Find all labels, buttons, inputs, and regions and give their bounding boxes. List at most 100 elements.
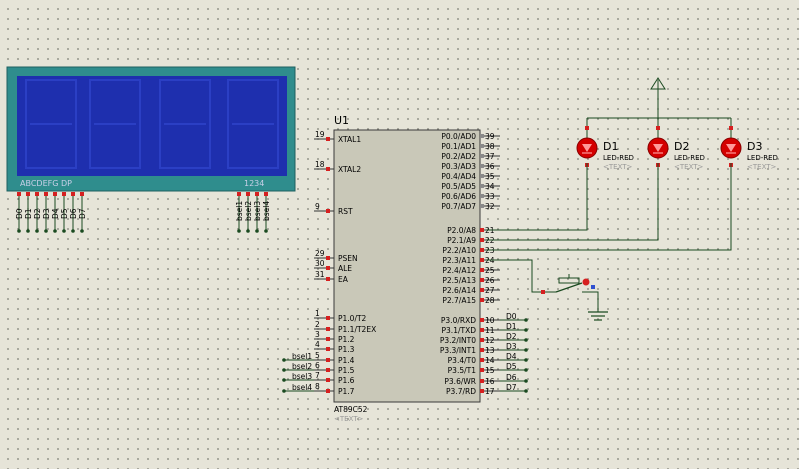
mcu-pin-name: XTAL1 [338,135,361,144]
mcu-pin-number: 1 [315,309,320,318]
segment-pin-junction [71,229,75,233]
led-type: LED-RED [747,154,778,162]
mcu-pin-name: P1.2 [338,335,355,344]
mcu-pin-marker [480,379,484,383]
mcu-pin-name: P1.0/T2 [338,314,367,323]
data-junction [524,318,528,322]
mcu-pin-number: 5 [315,351,320,360]
data-label: D4 [506,352,517,361]
power-terminal[interactable] [587,77,731,119]
segment-pin-junction [35,229,39,233]
segment-pin-marker [80,192,84,196]
mcu-right-pins: 39P0.0/AD038P0.1/AD137P0.2/AD236P0.3/AD3… [440,132,500,396]
led-type: LED-RED [603,154,634,162]
mcu-pin-number: 6 [315,361,320,370]
data-junction [524,358,528,362]
bsel-label: bsel1 [292,352,312,361]
digit-pin-marker [255,192,259,196]
mcu-pin-marker [480,184,484,188]
mcu-pin-name: EA [338,275,349,284]
segment-pin-label: D3 [42,208,51,219]
led-pin-marker [656,126,660,130]
segment-pin-label: D6 [69,208,78,219]
mcu-pin-name: P0.6/AD6 [441,192,476,201]
segment-pin-label: D0 [15,208,24,219]
mcu-pin-name: P3.6/WR [444,377,476,386]
digit-pin-marker [246,192,250,196]
segment-pin-marker [53,192,57,196]
digit-pin-junction [255,229,259,233]
mcu-pin-marker [480,194,484,198]
mcu-pin-marker [326,368,330,372]
mcu-text: <TEXT> [334,415,364,423]
mcu-pin-marker [480,204,484,208]
mcu-pin-number: 9 [315,202,320,211]
mcu-pin-number: 28 [485,296,495,305]
mcu-pin-number: 33 [485,192,495,201]
data-label: D7 [506,383,517,392]
display-digits [25,79,279,169]
digit-pin-marker [264,192,268,196]
segment-pin-marker [71,192,75,196]
mcu-pin-name: P2.4/A12 [442,266,476,275]
data-junction [524,328,528,332]
segment-pin-junction [62,229,66,233]
segment-pin-junction [80,229,84,233]
mcu-pin-number: 3 [315,330,320,339]
mcu-pin-name: P0.3/AD3 [441,162,476,171]
led-text: <TEXT> [603,163,633,171]
mcu-u1[interactable]: U1 AT89C52 <TEXT> 19XTAL118XTAL29RST29PS… [314,114,500,423]
segment-pin-label: D2 [33,208,42,219]
bsel-junction [282,358,286,362]
led-diode-icon [726,144,736,152]
led-wires [486,163,732,251]
segment-pin-junction [53,229,57,233]
mcu-pin-marker [326,277,330,281]
mcu-pin-marker [326,389,330,393]
data-label: D2 [506,332,517,341]
led-ref: D2 [674,140,689,153]
mcu-pin-marker [480,238,484,242]
mcu-pin-name: P3.3/INT1 [440,346,476,355]
mcu-pin-marker [326,347,330,351]
data-junction [524,348,528,352]
mcu-pin-name: P3.0/RXD [441,316,476,325]
mcu-pin-name: P2.3/A11 [442,256,476,265]
button-contact [555,282,583,293]
data-label: D1 [506,322,517,331]
mcu-pin-marker [326,266,330,270]
led-group[interactable]: D1LED-RED<TEXT>D2LED-RED<TEXT>D3LED-RED<… [576,118,778,171]
mcu-pin-name: P2.6/A14 [442,286,476,295]
mcu-ref: U1 [334,114,349,127]
mcu-pin-number: 11 [485,326,495,335]
bsel-junction [282,378,286,382]
mcu-pin-name: P1.1/T2EX [338,325,376,334]
push-button[interactable] [486,259,608,321]
mcu-pin-name: P1.5 [338,366,355,375]
mcu-pin-name: P3.5/T1 [448,366,477,375]
mcu-pin-marker [480,174,484,178]
segment-pin-marker [44,192,48,196]
mcu-pin-number: 12 [485,336,495,345]
mcu-left-pins: 19XTAL118XTAL29RST29PSEN30ALE31EA1P1.0/T… [314,130,376,396]
mcu-pin-number: 18 [315,160,325,169]
mcu-pin-marker [480,318,484,322]
led-pin-marker [729,126,733,130]
mcu-pin-marker [326,327,330,331]
mcu-pin-marker [326,316,330,320]
mcu-pin-number: 29 [315,249,325,258]
segment-pin-junction [17,229,21,233]
bsel-label: bsel4 [292,383,312,392]
mcu-pin-number: 34 [485,182,495,191]
mcu-pin-marker [326,256,330,260]
digit-label: 1234 [244,179,264,188]
mcu-pin-marker [480,228,484,232]
mcu-pin-marker [480,348,484,352]
mcu-pin-marker [480,288,484,292]
